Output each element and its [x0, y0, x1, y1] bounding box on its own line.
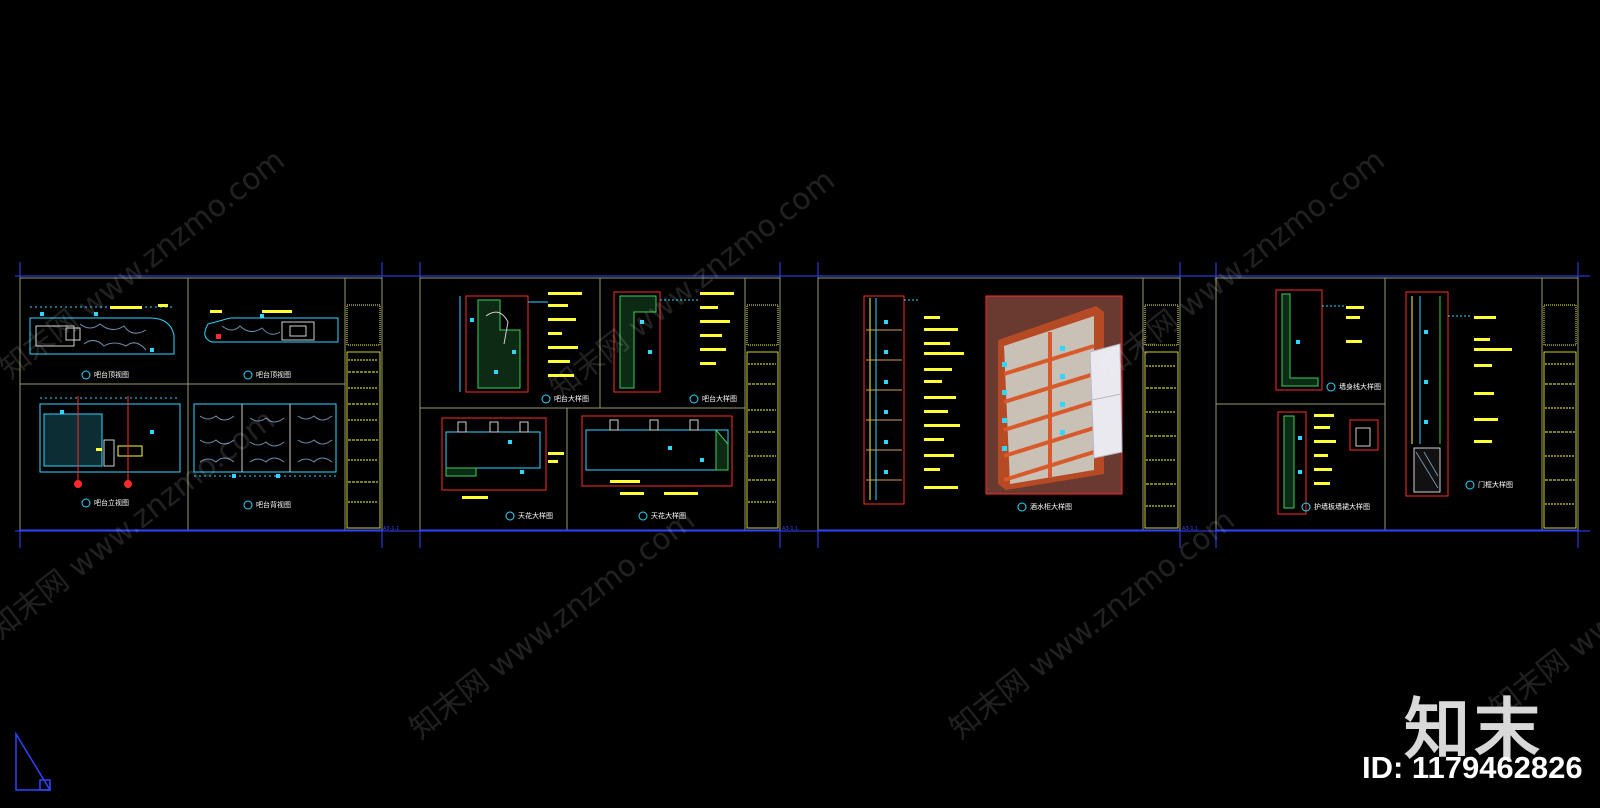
view-skirting[interactable] — [1275, 289, 1364, 391]
svg-text:知末网 www.znzmo.com: 知末网 www.znzmo.com — [543, 163, 841, 407]
view-detail-b[interactable] — [613, 291, 734, 393]
view-title: 酒水柜大样图 — [1017, 502, 1072, 512]
view-wainscot[interactable] — [1277, 411, 1379, 515]
view-door-frame[interactable] — [1405, 291, 1512, 497]
svg-text:A3-1.1: A3-1.1 — [383, 526, 399, 532]
view-detail-a[interactable] — [459, 292, 582, 393]
title-block: A3-1.1 — [746, 304, 798, 532]
view-bar-top-right[interactable] — [204, 310, 339, 343]
svg-text:知末网 www.znzmo.com: 知末网 www.znzmo.com — [403, 503, 701, 747]
svg-text:吧台大样图: 吧台大样图 — [702, 394, 737, 403]
title-block — [1543, 304, 1577, 529]
svg-text:吧台顶视图: 吧台顶视图 — [94, 370, 129, 379]
svg-text:吧台顶视图: 吧台顶视图 — [256, 370, 291, 379]
view-title: 吧台大样图 — [689, 394, 737, 404]
sheet-4[interactable]: 墙身线大样图 护墙板墙裙大样图 门框大样图 — [1215, 262, 1579, 548]
sheet-1[interactable]: 吧台顶视图 吧台顶视图 吧台立视图 吧台背视图 A3-1.1 — [19, 262, 399, 548]
svg-text:A3-1.1: A3-1.1 — [1182, 526, 1198, 532]
view-title: 吧台大样图 — [541, 394, 589, 404]
svg-text:天花大样图: 天花大样图 — [651, 511, 686, 520]
svg-text:知末网 www.znzmo.com: 知末网 www.znzmo.com — [0, 403, 282, 647]
view-title: 吧台背视图 — [243, 500, 291, 510]
svg-text:天花大样图: 天花大样图 — [518, 511, 553, 520]
view-bar-back[interactable] — [193, 403, 337, 478]
view-bar-elevation[interactable] — [39, 396, 181, 488]
cabinet-render-image[interactable] — [985, 295, 1123, 495]
svg-text:墙身线大样图: 墙身线大样图 — [1339, 382, 1381, 391]
brand-logo: 知末 — [1404, 691, 1544, 768]
svg-text:门框大样图: 门框大样图 — [1478, 480, 1513, 489]
view-title: 墙身线大样图 — [1326, 382, 1381, 392]
view-bar-top-left[interactable] — [29, 304, 175, 355]
resource-id-label: ID: 1179462826 — [1362, 750, 1583, 785]
view-title: 门框大样图 — [1465, 480, 1513, 490]
view-title: 天花大样图 — [638, 511, 686, 521]
view-title: 护墙板墙裙大样图 — [1301, 502, 1370, 512]
view-ceiling-02[interactable] — [581, 415, 733, 495]
view-ceiling-01[interactable] — [441, 417, 564, 499]
svg-text:护墙板墙裙大样图: 护墙板墙裙大样图 — [1314, 502, 1370, 511]
svg-text:知末网 www.znzmo.com: 知末网 www.znzmo.com — [1093, 143, 1391, 387]
svg-text:知末网 www.znzmo.com: 知末网 www.znzmo.com — [943, 503, 1241, 747]
watermark: 知末网 www.znzmo.com 知末网 www.znzmo.com 知末网 … — [0, 143, 1600, 747]
svg-text:吧台大样图: 吧台大样图 — [554, 394, 589, 403]
sheet-2[interactable]: 吧台大样图 吧台大样图 天花大样图 天花大样图 A3-1.1 — [419, 262, 798, 548]
view-title: 吧台顶视图 — [81, 370, 129, 380]
view-title: 吧台立视图 — [81, 498, 129, 508]
title-block: A3-1.1 — [1144, 304, 1198, 532]
svg-text:吧台立视图: 吧台立视图 — [94, 498, 129, 507]
ucs-icon — [15, 732, 52, 791]
view-cabinet-section[interactable] — [863, 295, 964, 505]
sheet-3[interactable]: 酒水柜大样图 A3-1.1 — [817, 262, 1198, 548]
view-title: 天花大样图 — [505, 511, 553, 521]
title-block: A3-1.1 — [346, 304, 399, 532]
svg-text:酒水柜大样图: 酒水柜大样图 — [1030, 502, 1072, 511]
svg-text:吧台背视图: 吧台背视图 — [256, 500, 291, 509]
view-title: 吧台顶视图 — [243, 370, 291, 380]
svg-text:A3-1.1: A3-1.1 — [782, 526, 798, 532]
